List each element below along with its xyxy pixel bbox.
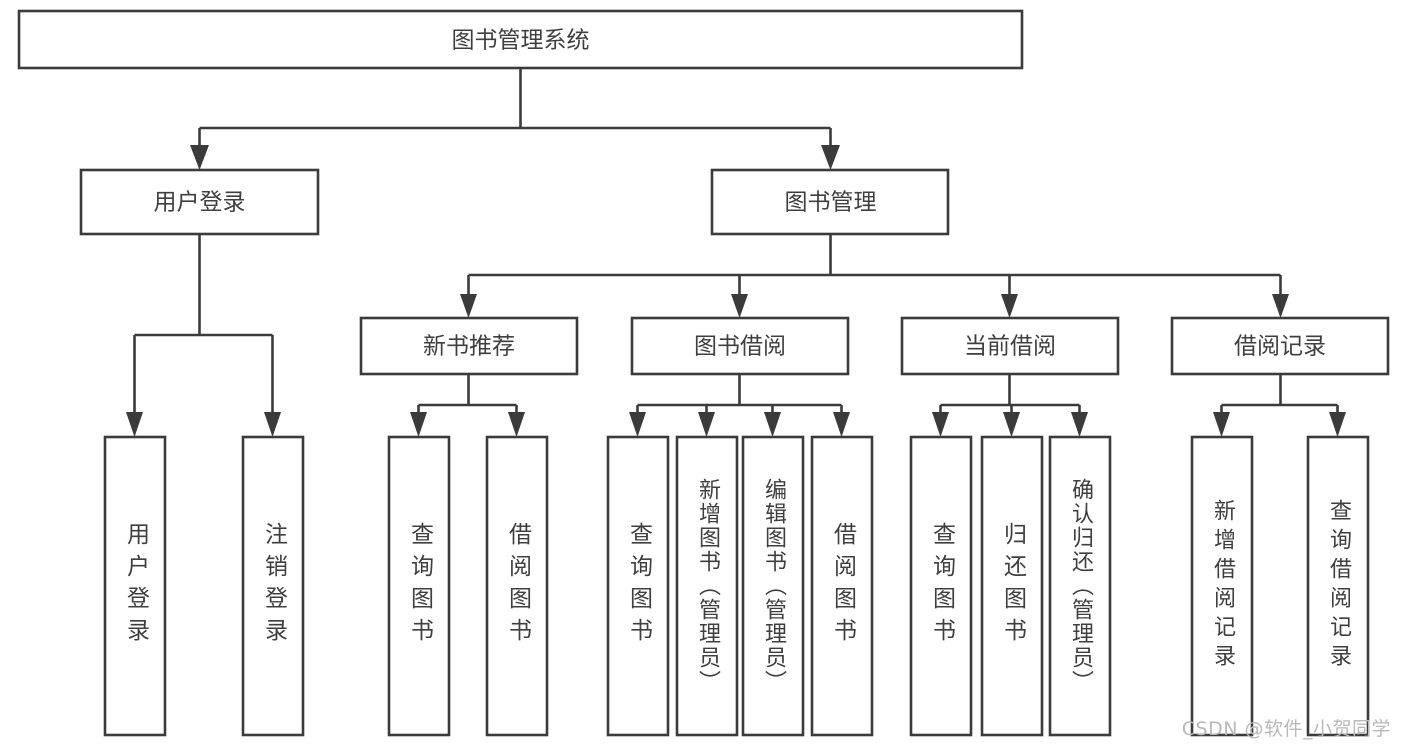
node-leaf-nb-query-book[interactable] — [387, 435, 451, 737]
arrow-head-current-borrow — [1001, 294, 1018, 318]
node-book-management-box[interactable] — [710, 168, 950, 236]
node-current-borrow[interactable]: 当前借阅 — [900, 316, 1120, 376]
node-borrow-record[interactable]: 借阅记录 — [1170, 316, 1390, 376]
node-leaf-logout-box[interactable] — [241, 435, 305, 737]
connector-layer — [126, 68, 1346, 437]
arrow-head-book-management — [821, 145, 840, 170]
node-leaf-cb-return-book[interactable] — [980, 435, 1044, 737]
arrow-head-bb-query — [629, 412, 646, 437]
arrow-head-cb-return — [1003, 412, 1020, 437]
node-leaf-cb-confirm-return-box[interactable] — [1048, 435, 1112, 737]
arrow-head-borrow-record — [1272, 294, 1289, 318]
node-leaf-br-add-record[interactable] — [1190, 435, 1254, 737]
arrow-head-br-query — [1329, 412, 1346, 437]
node-leaf-nb-query-book-box[interactable] — [387, 435, 451, 737]
node-borrow-record-box[interactable] — [1170, 316, 1390, 376]
node-root[interactable]: 图书管理系统 — [17, 9, 1024, 70]
node-leaf-nb-borrow-book[interactable] — [485, 435, 549, 737]
node-leaf-br-query-record[interactable] — [1306, 435, 1370, 737]
node-leaf-bb-borrow-book-box[interactable] — [810, 435, 874, 737]
node-new-book-recommend-label: 新书推荐 — [423, 334, 515, 360]
node-new-book-recommend-box[interactable] — [359, 316, 579, 376]
arrow-head-bb-borrow — [833, 412, 850, 437]
node-leaf-bb-query-book[interactable] — [606, 435, 670, 737]
node-leaf-bb-add-book[interactable] — [675, 435, 739, 737]
arrow-head-new-book — [460, 294, 477, 318]
arrow-head-user-login — [190, 145, 209, 170]
node-leaf-bb-edit-book[interactable] — [741, 435, 805, 737]
node-leaf-logout[interactable] — [241, 435, 305, 737]
node-root-box[interactable] — [17, 9, 1024, 70]
node-user-login-label: 用户登录 — [154, 190, 246, 216]
node-user-login[interactable]: 用户登录 — [79, 168, 320, 236]
node-leaf-br-add-record-box[interactable] — [1190, 435, 1254, 737]
arrow-head-cb-confirm — [1071, 412, 1088, 437]
node-book-management-label: 图书管理 — [785, 190, 877, 216]
node-leaf-bb-add-book-box[interactable] — [675, 435, 739, 737]
node-leaf-bb-borrow-book[interactable] — [810, 435, 874, 737]
arrow-head-leaf-logout — [264, 412, 281, 437]
node-leaf-cb-confirm-return[interactable] — [1048, 435, 1112, 737]
node-leaf-bb-query-book-box[interactable] — [606, 435, 670, 737]
node-new-book-recommend[interactable]: 新书推荐 — [359, 316, 579, 376]
node-book-borrow-label: 图书借阅 — [694, 334, 786, 360]
arrow-head-nb-borrow — [508, 412, 525, 437]
node-current-borrow-box[interactable] — [900, 316, 1120, 376]
node-leaf-bb-edit-book-box[interactable] — [741, 435, 805, 737]
node-user-login-box[interactable] — [79, 168, 320, 236]
arrow-head-book-borrow — [731, 294, 748, 318]
node-leaf-br-query-record-box[interactable] — [1306, 435, 1370, 737]
node-leaf-cb-return-book-box[interactable] — [980, 435, 1044, 737]
node-leaf-user-login[interactable] — [103, 435, 167, 737]
node-leaf-nb-borrow-book-box[interactable] — [485, 435, 549, 737]
node-current-borrow-label: 当前借阅 — [964, 334, 1056, 360]
arrow-head-bb-add — [698, 412, 715, 437]
arrow-head-cb-query — [932, 412, 949, 437]
node-book-borrow[interactable]: 图书借阅 — [630, 316, 850, 376]
node-book-borrow-box[interactable] — [630, 316, 850, 376]
node-leaf-cb-query-book[interactable] — [909, 435, 973, 737]
node-borrow-record-label: 借阅记录 — [1234, 334, 1326, 360]
arrow-head-nb-query — [410, 412, 427, 437]
node-leaf-user-login-box[interactable] — [103, 435, 167, 737]
arrow-head-bb-edit — [764, 412, 781, 437]
node-leaf-cb-query-book-box[interactable] — [909, 435, 973, 737]
arrow-head-leaf-user-login — [126, 412, 143, 437]
node-root-label: 图书管理系统 — [452, 28, 590, 54]
arrow-head-br-add — [1213, 412, 1230, 437]
node-book-management[interactable]: 图书管理 — [710, 168, 950, 236]
